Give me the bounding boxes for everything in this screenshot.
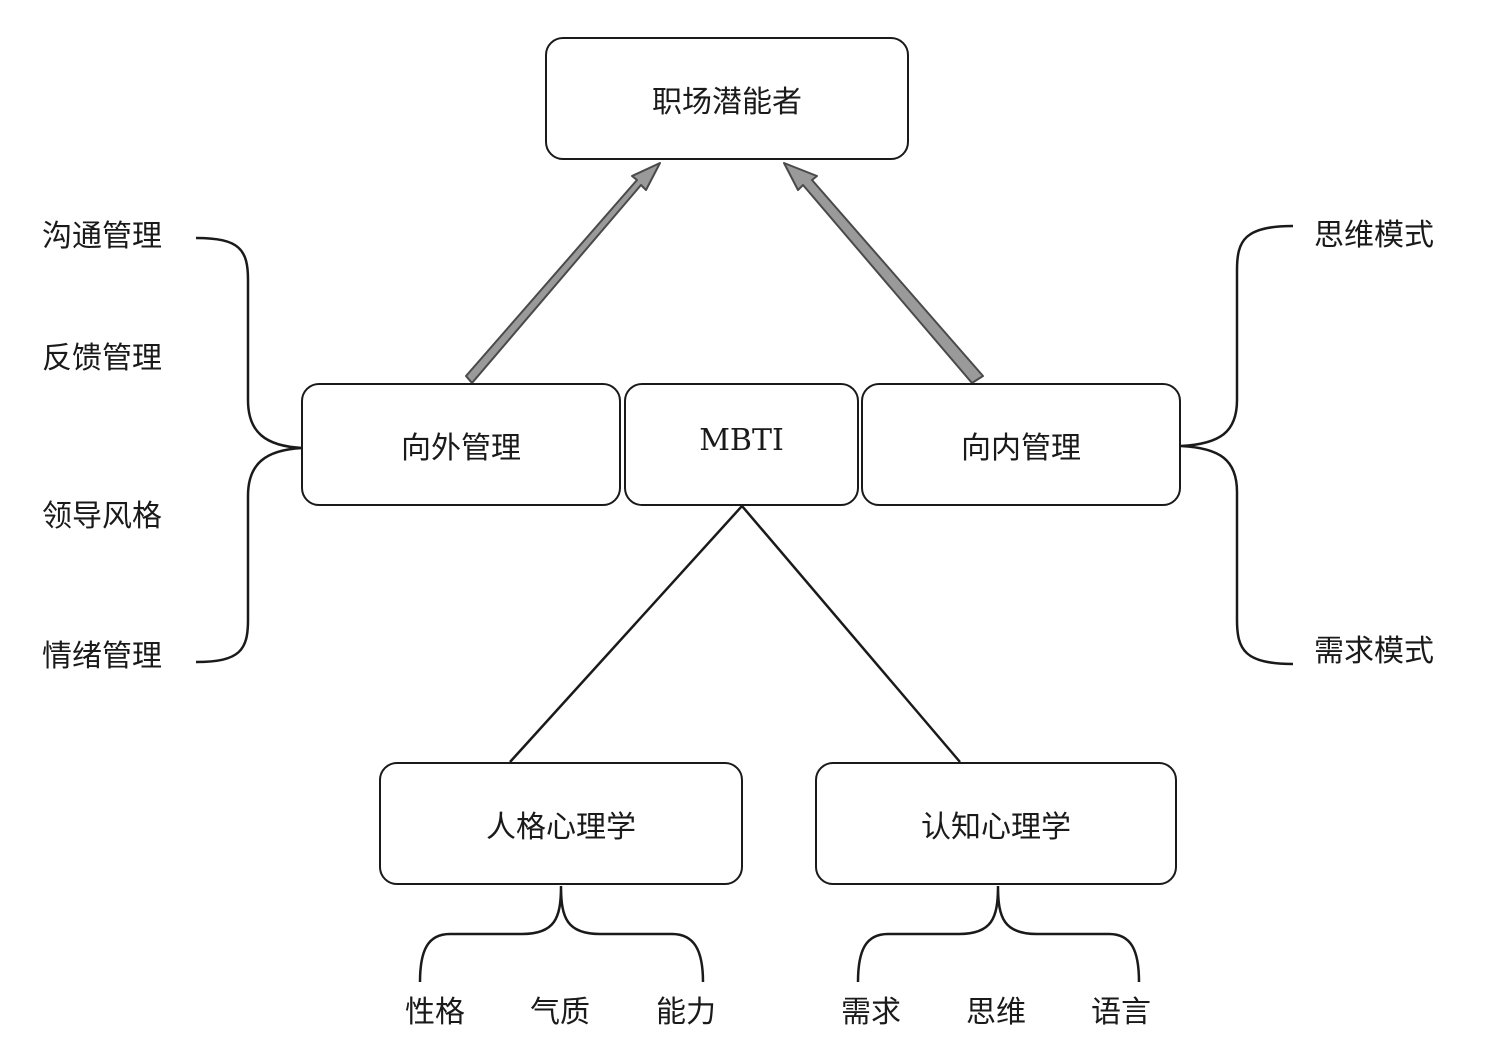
node-mbti: MBTI — [624, 383, 859, 506]
node-outward: 向外管理 — [301, 383, 621, 506]
node-inward: 向内管理 — [861, 383, 1181, 506]
arrow-outward-to-top — [465, 162, 661, 384]
cognitive-brace — [856, 885, 1141, 983]
left-item-leadership: 领导风格 — [42, 499, 162, 534]
left-item-emotion: 情绪管理 — [42, 639, 162, 674]
arrow-inward-to-top — [783, 162, 984, 384]
left-item-feedback: 反馈管理 — [42, 341, 162, 376]
node-cognitive: 认知心理学 — [815, 762, 1177, 885]
right-item-needs-mode: 需求模式 — [1314, 634, 1434, 669]
line-mbti-to-cognitive — [741, 505, 961, 763]
cognitive-item-language: 语言 — [1091, 995, 1151, 1030]
node-top: 职场潜能者 — [545, 37, 909, 160]
left-brace — [195, 236, 303, 664]
left-item-communication: 沟通管理 — [42, 219, 162, 254]
personality-item-temperament: 气质 — [530, 995, 590, 1030]
right-brace — [1180, 224, 1294, 666]
right-item-thinking-mode: 思维模式 — [1314, 218, 1434, 253]
personality-item-character: 性格 — [405, 995, 465, 1030]
cognitive-item-needs: 需求 — [841, 995, 901, 1030]
personality-brace — [418, 885, 705, 983]
node-personality: 人格心理学 — [379, 762, 743, 885]
personality-item-ability: 能力 — [656, 995, 716, 1030]
cognitive-item-thinking: 思维 — [966, 995, 1026, 1030]
line-mbti-to-personality — [509, 505, 743, 763]
